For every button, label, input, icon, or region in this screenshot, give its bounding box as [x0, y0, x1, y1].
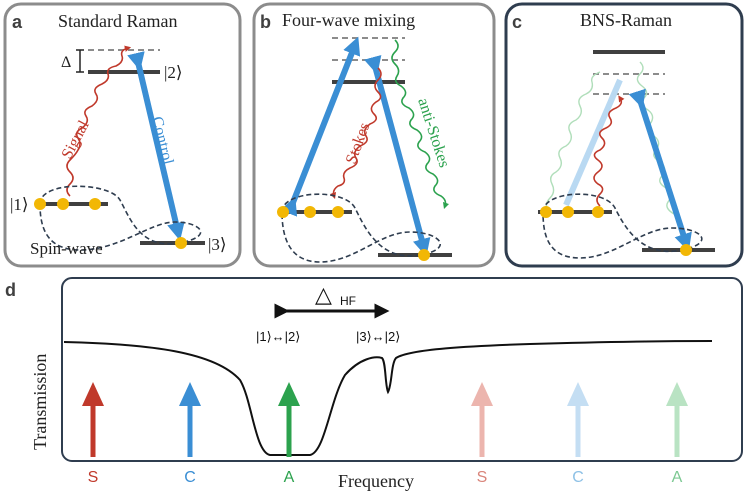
panel-b-frame: [252, 2, 496, 268]
panel-c-letter: c: [512, 12, 522, 32]
atom: [277, 206, 289, 218]
frequency-arrow-head: [179, 382, 201, 406]
frequency-arrow-label: C: [184, 469, 196, 486]
faint-wave-left: [545, 71, 601, 213]
panel-b-title: Four-wave mixing: [282, 10, 415, 30]
frequency-arrow-label: S: [88, 469, 99, 486]
panel-a-letter: a: [12, 12, 23, 32]
panel-d-frame: [61, 277, 743, 462]
delta-label: Δ: [61, 54, 71, 71]
spin-wave-curve: [281, 193, 442, 263]
panel-b: b Four-wave mixing Stokes anti-Stokes: [252, 2, 496, 268]
x-axis-label: Frequency: [338, 471, 414, 491]
frequency-arrow-head: [82, 382, 104, 406]
atom: [680, 244, 692, 256]
spin-wave-label: Spin-wave: [30, 239, 103, 258]
panel-c-frame: [504, 2, 744, 268]
signal-wave: [593, 95, 625, 207]
ket-2-label: |2⟩: [164, 63, 183, 82]
panel-d-letter: d: [5, 280, 16, 300]
spin-wave-curve: [542, 193, 703, 259]
atom: [57, 198, 69, 210]
frequency-arrow-label: A: [284, 469, 295, 486]
frequency-arrow-head: [278, 382, 300, 406]
control-arrow-up: [280, 36, 361, 217]
frequency-arrow-head: [666, 382, 688, 406]
delta-hf-subscript: HF: [340, 294, 356, 308]
frequency-arrow-label: A: [672, 469, 683, 486]
atom: [332, 206, 344, 218]
atom: [89, 198, 101, 210]
control-arrow-down: [363, 54, 431, 257]
frequency-arrow-label: S: [477, 469, 488, 486]
control-arrow-faint: [563, 78, 623, 207]
panel-a: a Standard Raman Δ |2⟩ |1⟩ |3⟩ Control S…: [3, 2, 242, 268]
stokes-wave: [329, 67, 382, 200]
frequency-arrow-head: [471, 382, 493, 406]
transmission-curve: [63, 340, 713, 456]
anti-stokes-wave: [391, 39, 450, 210]
panel-b-letter: b: [260, 12, 271, 32]
transition-32-label: |3⟩↔|2⟩: [356, 329, 400, 344]
panel-c: c BNS-Raman: [504, 2, 744, 268]
ket-3-label: |3⟩: [208, 235, 227, 254]
atom: [175, 237, 187, 249]
transition-12-label: |1⟩↔|2⟩: [256, 329, 300, 344]
ket-1-label: |1⟩: [10, 195, 29, 214]
delta-hf-symbol: △: [315, 282, 332, 307]
control-arrow: [628, 88, 692, 252]
panel-c-title: BNS-Raman: [580, 10, 672, 30]
panel-a-title: Standard Raman: [58, 11, 177, 31]
frequency-arrow-head: [567, 382, 589, 406]
frequency-arrow-label: C: [572, 469, 584, 486]
y-axis-label: Transmission: [30, 354, 50, 450]
panel-d: d △ HF |1⟩↔|2⟩ |3⟩↔|2⟩ Transmission Freq…: [5, 277, 743, 491]
atom: [540, 206, 552, 218]
control-arrow: [127, 51, 185, 241]
atom: [34, 198, 46, 210]
atom: [592, 206, 604, 218]
signal-wave: [66, 45, 132, 197]
atom: [418, 249, 430, 261]
panel-a-frame: [3, 2, 242, 268]
spin-wave-curve: [39, 185, 202, 251]
atom: [304, 206, 316, 218]
atom: [562, 206, 574, 218]
